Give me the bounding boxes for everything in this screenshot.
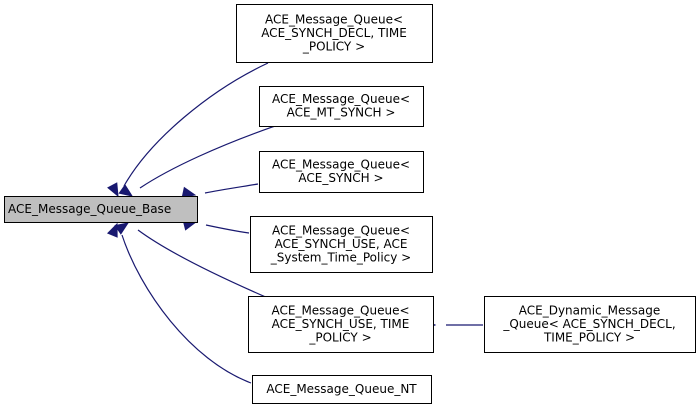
class-node-base[interactable]: ACE_Message_Queue_Base — [4, 196, 198, 223]
class-node-mq-use-system[interactable]: ACE_Message_Queue<ACE_SYNCH_USE, ACE_Sys… — [250, 216, 433, 273]
arrowhead-icon — [181, 186, 197, 199]
node-label-line: ACE_SYNCH_USE, ACE — [275, 237, 408, 251]
node-box — [484, 296, 696, 353]
edge-mq_nt-to-base — [106, 222, 252, 384]
node-box — [259, 151, 424, 193]
node-label-line: TIME_POLICY > — [543, 330, 635, 344]
class-node-mq-nt[interactable]: ACE_Message_Queue_NT — [252, 375, 432, 404]
node-label-line: ACE_Message_Queue< — [265, 12, 403, 26]
node-label-line: _Queue< ACE_SYNCH_DECL, — [502, 317, 675, 331]
edge-mq_use_time-to-base — [114, 222, 269, 299]
edge-mq_decl_time-to-base — [107, 62, 269, 198]
class-node-mq-mt-synch[interactable]: ACE_Message_Queue<ACE_MT_SYNCH > — [259, 86, 424, 127]
class-node-dynamic-mq[interactable]: ACE_Dynamic_Message_Queue< ACE_SYNCH_DEC… — [484, 296, 696, 353]
node-label-line: ACE_SYNCH > — [298, 171, 383, 185]
arrowhead-icon — [106, 222, 118, 238]
node-label-line: ACE_Dynamic_Message — [519, 303, 660, 317]
node-label-line: ACE_SYNCH_USE, TIME — [272, 317, 410, 331]
class-node-mq-use-time[interactable]: ACE_Message_Queue<ACE_SYNCH_USE, TIME_PO… — [248, 296, 434, 353]
node-label-line: _POLICY > — [302, 39, 365, 53]
node-box — [250, 216, 433, 273]
edge-line — [121, 234, 252, 384]
class-node-mq-synch[interactable]: ACE_Message_Queue<ACE_SYNCH > — [259, 151, 424, 193]
node-label-line: ACE_Message_Queue_NT — [266, 382, 417, 396]
edge-mq_mt_synch-to-base — [118, 124, 279, 197]
arrowhead-icon — [118, 184, 134, 197]
edge-mq_synch-to-base — [181, 183, 259, 199]
edge-line — [139, 124, 279, 189]
class-node-mq-decl-time[interactable]: ACE_Message_Queue<ACE_SYNCH_DECL, TIME_P… — [236, 4, 433, 63]
edge-line — [137, 229, 269, 299]
node-label-line: ACE_SYNCH_DECL, TIME — [261, 26, 407, 40]
node-label-line: ACE_Message_Queue< — [272, 92, 410, 106]
edge-line — [205, 224, 250, 234]
node-box — [236, 4, 433, 63]
node-box — [259, 86, 424, 127]
arrowhead-icon — [107, 182, 119, 198]
node-box — [252, 375, 432, 404]
nodes-layer: ACE_Message_Queue_BaseACE_Message_Queue<… — [4, 4, 696, 404]
node-box — [248, 296, 434, 353]
node-label-line: _System_Time_Policy > — [270, 250, 412, 264]
arrowhead-icon — [114, 222, 130, 235]
node-label-line: ACE_Message_Queue_Base — [8, 202, 171, 216]
node-label-line: ACE_Message_Queue< — [271, 303, 409, 317]
edge-line — [204, 183, 259, 194]
node-label-line: ACE_MT_SYNCH > — [287, 106, 396, 120]
node-label-line: ACE_Message_Queue< — [272, 158, 410, 172]
node-label-line: ACE_Message_Queue< — [272, 223, 410, 237]
node-label-line: _POLICY > — [308, 330, 371, 344]
node-box — [4, 196, 198, 223]
edge-line — [123, 62, 269, 187]
